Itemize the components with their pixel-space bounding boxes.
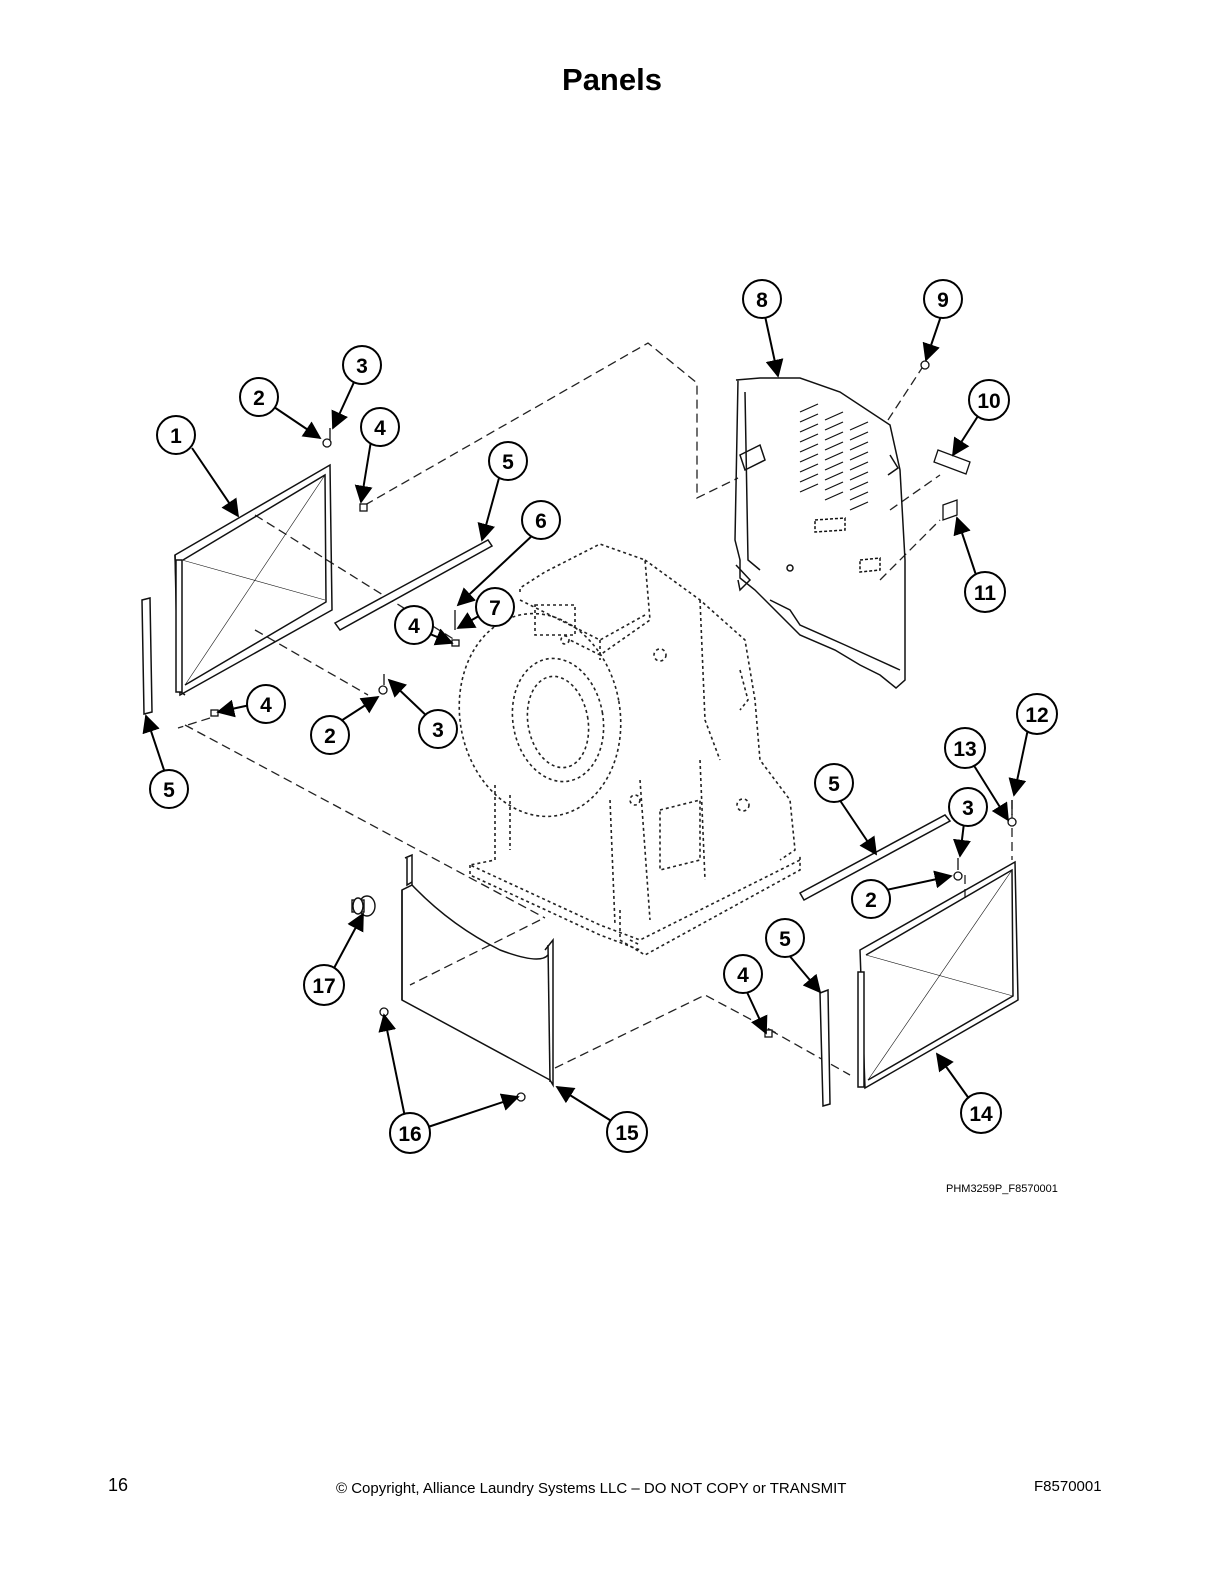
svg-text:9: 9 bbox=[937, 289, 949, 312]
svg-text:2: 2 bbox=[865, 889, 877, 912]
svg-text:11: 11 bbox=[974, 582, 997, 605]
right-side-panel bbox=[857, 860, 1019, 1090]
alignment-lines bbox=[177, 342, 1013, 1076]
right-trim-rail bbox=[798, 814, 952, 902]
callout-5d: 5 bbox=[765, 918, 805, 958]
callout-10: 10 bbox=[968, 379, 1010, 421]
callout-9: 9 bbox=[923, 279, 963, 319]
callout-2: 2 bbox=[239, 377, 279, 417]
callout-14: 14 bbox=[960, 1092, 1002, 1134]
callout-12: 12 bbox=[1016, 693, 1058, 735]
callout-5c: 5 bbox=[814, 763, 854, 803]
svg-text:15: 15 bbox=[615, 1122, 639, 1145]
callout-1: 1 bbox=[156, 415, 196, 455]
callout-7: 7 bbox=[475, 587, 515, 627]
left-side-panel bbox=[174, 463, 333, 697]
callout-4: 4 bbox=[360, 407, 400, 447]
svg-text:10: 10 bbox=[977, 390, 1000, 413]
svg-text:5: 5 bbox=[828, 773, 840, 796]
right-trim-strip bbox=[819, 988, 831, 1107]
screw-9 bbox=[920, 360, 930, 370]
callout-16: 16 bbox=[389, 1112, 431, 1154]
top-trim-rail bbox=[333, 539, 494, 631]
svg-text:16: 16 bbox=[398, 1123, 421, 1146]
leader-arrows bbox=[142, 315, 1029, 1128]
callout-5b: 5 bbox=[149, 769, 189, 809]
figure-id: PHM3259P_F8570001 bbox=[946, 1183, 1058, 1195]
callout-5: 5 bbox=[488, 441, 528, 481]
callout-4c: 4 bbox=[246, 684, 286, 724]
svg-text:3: 3 bbox=[962, 797, 974, 820]
front-lower-panel bbox=[401, 853, 554, 1088]
svg-text:5: 5 bbox=[163, 779, 175, 802]
document-id: F8570001 bbox=[1034, 1478, 1102, 1495]
callout-4d: 4 bbox=[723, 954, 763, 994]
left-trim-strip bbox=[141, 597, 153, 715]
svg-text:4: 4 bbox=[260, 694, 272, 717]
callout-15: 15 bbox=[606, 1111, 648, 1153]
bumper-17 bbox=[351, 895, 376, 917]
callout-6: 6 bbox=[521, 500, 561, 540]
svg-text:1: 1 bbox=[170, 425, 182, 448]
callout-11: 11 bbox=[964, 571, 1006, 613]
svg-text:3: 3 bbox=[356, 355, 368, 378]
copyright-notice: © Copyright, Alliance Laundry Systems LL… bbox=[336, 1480, 847, 1497]
svg-text:5: 5 bbox=[779, 928, 791, 951]
svg-text:14: 14 bbox=[969, 1103, 993, 1126]
screw-16a bbox=[379, 1007, 389, 1017]
svg-text:17: 17 bbox=[312, 975, 335, 998]
callout-labels: 1 2 3 4 5 6 7 4 4 2 3 5 8 9 10 11 12 13 … bbox=[149, 279, 1058, 1154]
screw-16b bbox=[516, 1092, 526, 1102]
label-plate-10 bbox=[933, 449, 971, 475]
callout-2b: 2 bbox=[310, 715, 350, 755]
callout-13: 13 bbox=[944, 727, 986, 769]
svg-text:5: 5 bbox=[502, 451, 514, 474]
rear-panel bbox=[734, 377, 906, 689]
svg-text:13: 13 bbox=[953, 738, 976, 761]
svg-text:2: 2 bbox=[253, 387, 265, 410]
left-hardware bbox=[210, 428, 460, 717]
svg-text:7: 7 bbox=[489, 597, 501, 620]
svg-text:4: 4 bbox=[408, 615, 420, 638]
callout-2c: 2 bbox=[851, 879, 891, 919]
callout-8: 8 bbox=[742, 279, 782, 319]
callout-3c: 3 bbox=[948, 787, 988, 827]
svg-text:12: 12 bbox=[1025, 704, 1048, 727]
callout-17: 17 bbox=[303, 964, 345, 1006]
svg-text:2: 2 bbox=[324, 725, 336, 748]
svg-text:8: 8 bbox=[756, 289, 768, 312]
machine-frame-outline bbox=[458, 543, 801, 956]
label-plate-11 bbox=[942, 499, 958, 521]
svg-text:3: 3 bbox=[432, 719, 444, 742]
page-title: Panels bbox=[562, 62, 662, 97]
svg-text:4: 4 bbox=[737, 964, 749, 987]
callout-3b: 3 bbox=[418, 709, 458, 749]
page-number: 16 bbox=[108, 1475, 129, 1495]
svg-text:6: 6 bbox=[535, 510, 547, 533]
right-hardware bbox=[764, 800, 1017, 1038]
svg-text:4: 4 bbox=[374, 417, 386, 440]
callout-4b: 4 bbox=[394, 605, 434, 645]
callout-3: 3 bbox=[342, 345, 382, 385]
